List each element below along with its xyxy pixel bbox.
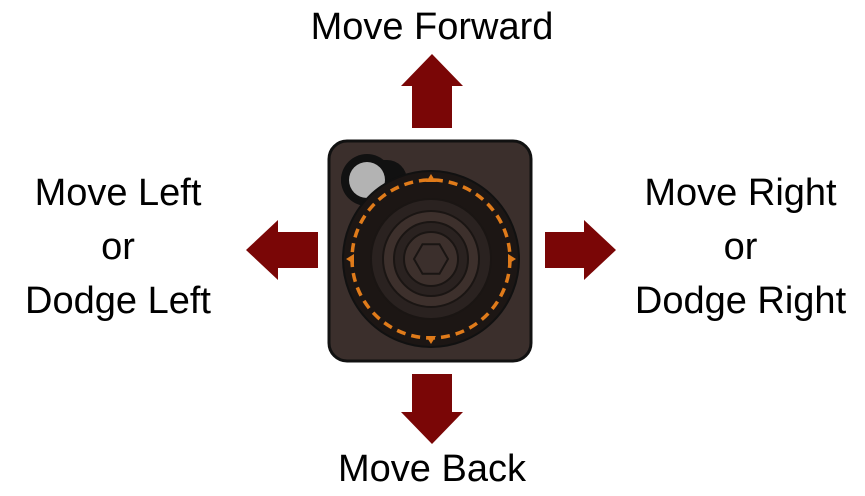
arrow-up-icon [401, 54, 463, 128]
arrow-left-icon [246, 220, 318, 280]
stick-cap-icon [414, 244, 448, 273]
arrow-down-icon [401, 374, 463, 444]
thumbstick-icon [329, 141, 531, 361]
arrow-right-icon [545, 220, 616, 280]
